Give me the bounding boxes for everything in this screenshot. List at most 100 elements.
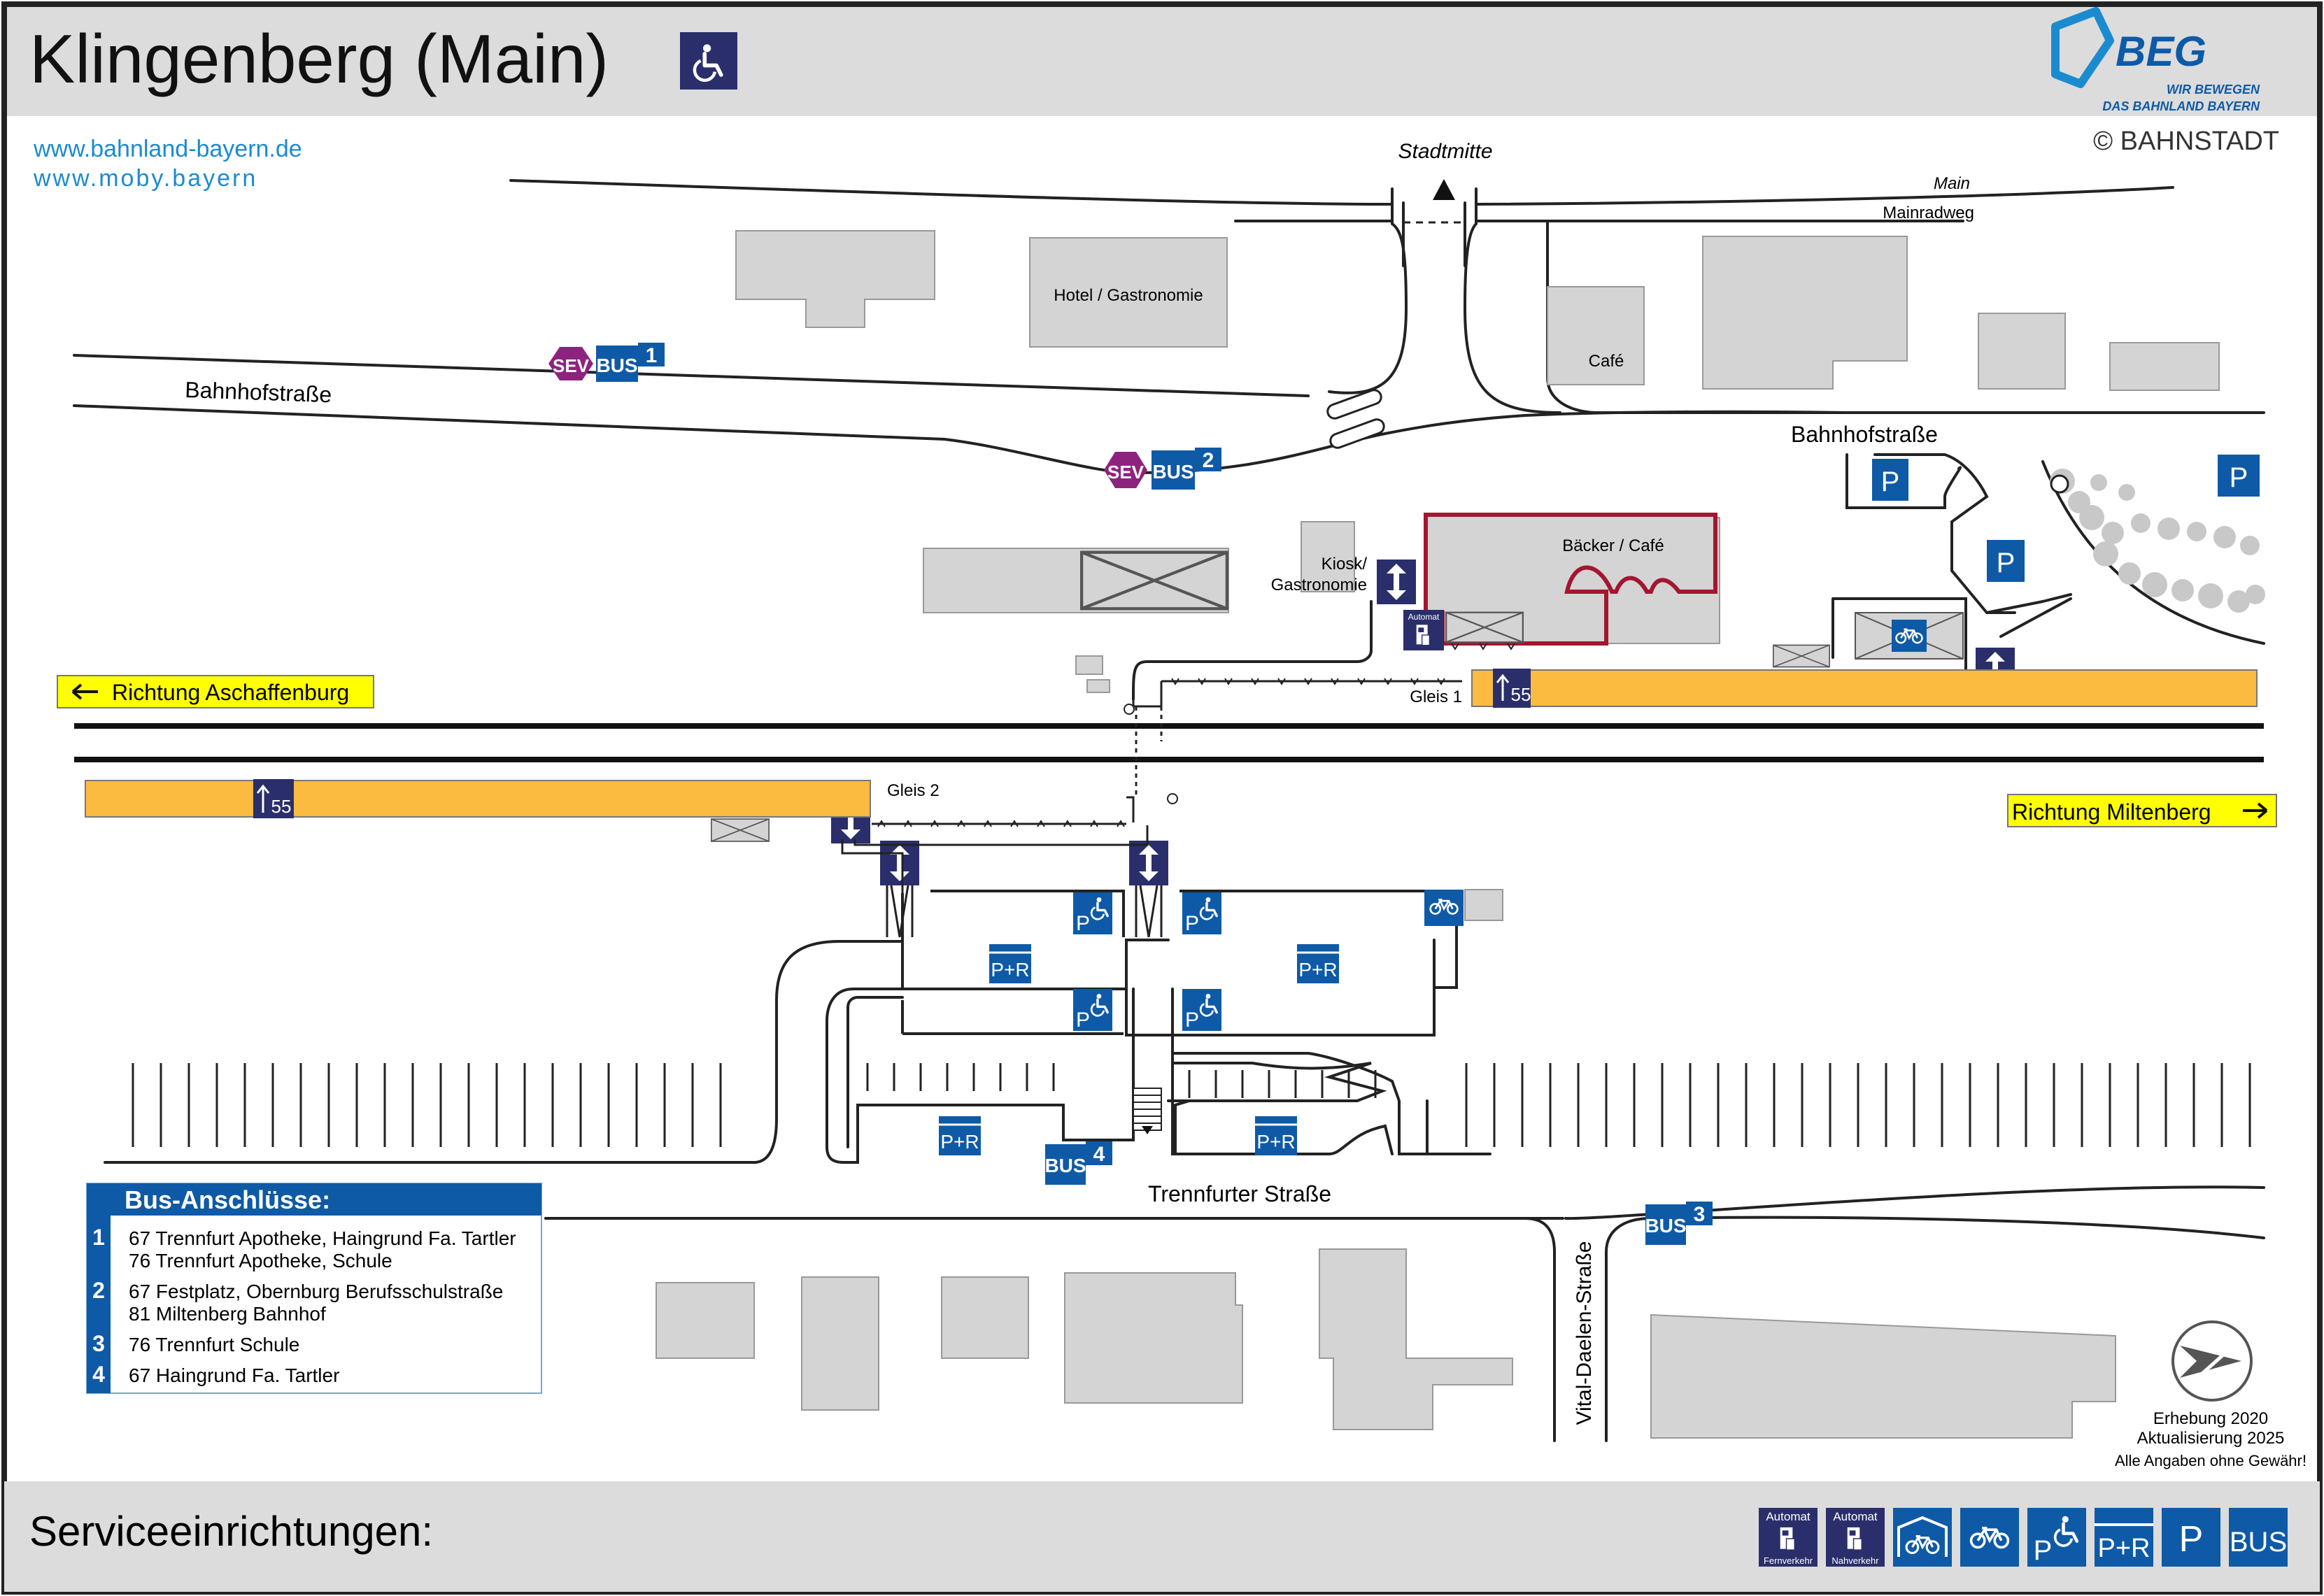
bus-row-1-number: 1 [92, 1225, 105, 1250]
park-ride-label: P+R [1298, 959, 1337, 981]
park-ride-sign-4[interactable]: P+R [1255, 1116, 1297, 1155]
direction-sign-aschaffenburg: Richtung Aschaffenburg [57, 675, 374, 708]
disabled-parking-sign-2[interactable]: P [1182, 892, 1221, 935]
header-bar [4, 4, 2320, 116]
park-ride-label: P+R [1256, 1131, 1295, 1153]
bicycle-icon [1960, 1508, 2019, 1567]
service-label: P [2179, 1519, 2204, 1560]
parking-label-3: P [2230, 462, 2248, 493]
label-cafe: Café [1589, 352, 1624, 371]
label-erhebung: Erhebung 2020 [2153, 1409, 2268, 1428]
parking-label-1: P [1881, 466, 1900, 497]
svg-text:55: 55 [1511, 684, 1531, 705]
label-baecker: Bäcker / Café [1562, 536, 1664, 555]
disabled-parking-sign-3[interactable]: P [1073, 989, 1112, 1032]
ticket-machine[interactable]: Automat [1403, 610, 1444, 650]
parking-lots [901, 890, 1458, 1035]
path-node-2 [1167, 793, 1178, 804]
bus-row-2-number: 2 [92, 1278, 105, 1303]
bus-icon: BUS [2229, 1508, 2288, 1567]
label-stadtmitte: Stadtmitte [1398, 140, 1492, 163]
park-ride-signs[interactable]: P+R P+R P+R P+R [939, 944, 1339, 1155]
platform-gleis-2 [85, 780, 871, 818]
park-ride-sign-1[interactable]: P+R [989, 944, 1031, 983]
svg-text:Richtung Miltenberg: Richtung Miltenberg [2012, 799, 2211, 825]
bus-stop-number-3: 3 [1694, 1203, 1706, 1226]
bus-label-1: BUS [596, 355, 637, 376]
bike-parking-icon [1893, 1508, 1952, 1567]
disabled-parking-label: P [1076, 1009, 1090, 1032]
path-node-1 [1124, 704, 1135, 715]
park-ride-sign-3[interactable]: P+R [939, 1116, 981, 1155]
park-ride-label: P+R [991, 959, 1029, 981]
link-moby[interactable]: www.moby.bayern [33, 165, 257, 192]
bus-label-2: BUS [1152, 461, 1193, 483]
label-trennfurter: Trennfurter Straße [1148, 1181, 1331, 1206]
service-label: P [2034, 1535, 2053, 1566]
bus-stop-number-2: 2 [1203, 449, 1214, 472]
disabled-parking-label: P [1076, 912, 1090, 935]
link-bahnland[interactable]: www.bahnland-bayern.de [33, 136, 302, 162]
parking-stall-ticks [132, 1063, 2251, 1147]
label-kiosk-2: Gastronomie [1271, 576, 1367, 594]
bus-stop-1[interactable]: SEV BUS 1 [548, 343, 665, 382]
tracks [74, 723, 2264, 762]
bus-row-1-line-1: 67 Trennfurt Apotheke, Haingrund Fa. Tar… [129, 1227, 516, 1249]
bus-row-2-line-1: 67 Festplatz, Obernburg Berufsschulstraß… [129, 1281, 503, 1302]
beg-logo: BEG WIR BEWEGEN DAS BAHNLAND BAYERN [2051, 7, 2260, 113]
disabled-parking[interactable]: P P P P [1073, 892, 1221, 1032]
bus-label-4: BUS [1044, 1155, 1086, 1176]
bus-label-3: BUS [1645, 1215, 1686, 1237]
roads [73, 179, 2265, 1442]
direction-sign-miltenberg: Richtung Miltenberg [2007, 794, 2277, 827]
bus-row-1-line-2: 76 Trennfurt Apotheke, Schule [129, 1250, 392, 1271]
bus-stop-number-4: 4 [1093, 1143, 1105, 1166]
label-disclaimer: Alle Angaben ohne Gewähr! [2115, 1452, 2307, 1469]
disabled-parking-icon: P [2027, 1508, 2086, 1567]
bus-stop-2[interactable]: SEV BUS 2 [1104, 448, 1221, 490]
elevator-underpass-left [880, 841, 919, 885]
park-ride-icon: P+R [2095, 1508, 2153, 1567]
label-bahnhofstrasse-left: Bahnhofstraße [185, 377, 332, 407]
compass-icon [2171, 1320, 2253, 1402]
bus-stop-number-1: 1 [646, 344, 658, 367]
bus-row-4-number: 4 [92, 1362, 105, 1387]
label-aktualisierung: Aktualisierung 2025 [2137, 1429, 2285, 1448]
label-main: Main [1934, 174, 1970, 193]
parking-label-2: P [1997, 548, 2015, 578]
tree-area [2050, 469, 2265, 613]
disabled-parking-sign-1[interactable]: P [1073, 892, 1112, 935]
buildings [656, 230, 2220, 1439]
parking-sign-2 [1987, 540, 2025, 582]
label-bahnhofstrasse-right: Bahnhofstraße [1791, 422, 1938, 447]
bus-row-3-number: 3 [92, 1331, 105, 1356]
label-gleis-1: Gleis 1 [1410, 687, 1462, 706]
label-hotel: Hotel / Gastronomie [1054, 286, 1203, 305]
wheelchair-icon [680, 32, 737, 90]
bus-row-4-line-1: 67 Haingrund Fa. Tartler [129, 1365, 339, 1386]
park-ride-sign-2[interactable]: P+R [1297, 944, 1339, 983]
copyright: © BAHNSTADT [2093, 127, 2279, 156]
disabled-parking-sign-4[interactable]: P [1182, 989, 1221, 1032]
sev-label-2: SEV [1107, 462, 1145, 483]
tactile-paths [841, 680, 1462, 937]
elevator-kiosk [1377, 560, 1416, 604]
stair-wedges [886, 885, 1163, 938]
bus-table-title: Bus-Anschlüsse: [125, 1185, 330, 1214]
north-arrow-stadtmitte [1433, 179, 1455, 200]
bus-row-3-line-1: 76 Trennfurt Schule [129, 1334, 299, 1355]
logo-line2: DAS BAHNLAND BAYERN [2102, 99, 2260, 113]
svg-text:55: 55 [271, 796, 292, 817]
station-title: Klingenberg (Main) [29, 20, 609, 97]
label-gleis-2: Gleis 2 [887, 781, 940, 800]
bike-stand[interactable] [1424, 889, 1503, 926]
parking-signs[interactable]: P P P [1872, 455, 2260, 582]
service-sublabel: Nahverkehr [1831, 1555, 1879, 1566]
sev-label-1: SEV [553, 355, 590, 376]
bus-stop-4[interactable]: BUS 4 [1044, 1141, 1112, 1185]
footer-title: Serviceeinrichtungen: [29, 1508, 433, 1555]
bus-stop-3[interactable]: BUS 3 [1645, 1202, 1713, 1245]
